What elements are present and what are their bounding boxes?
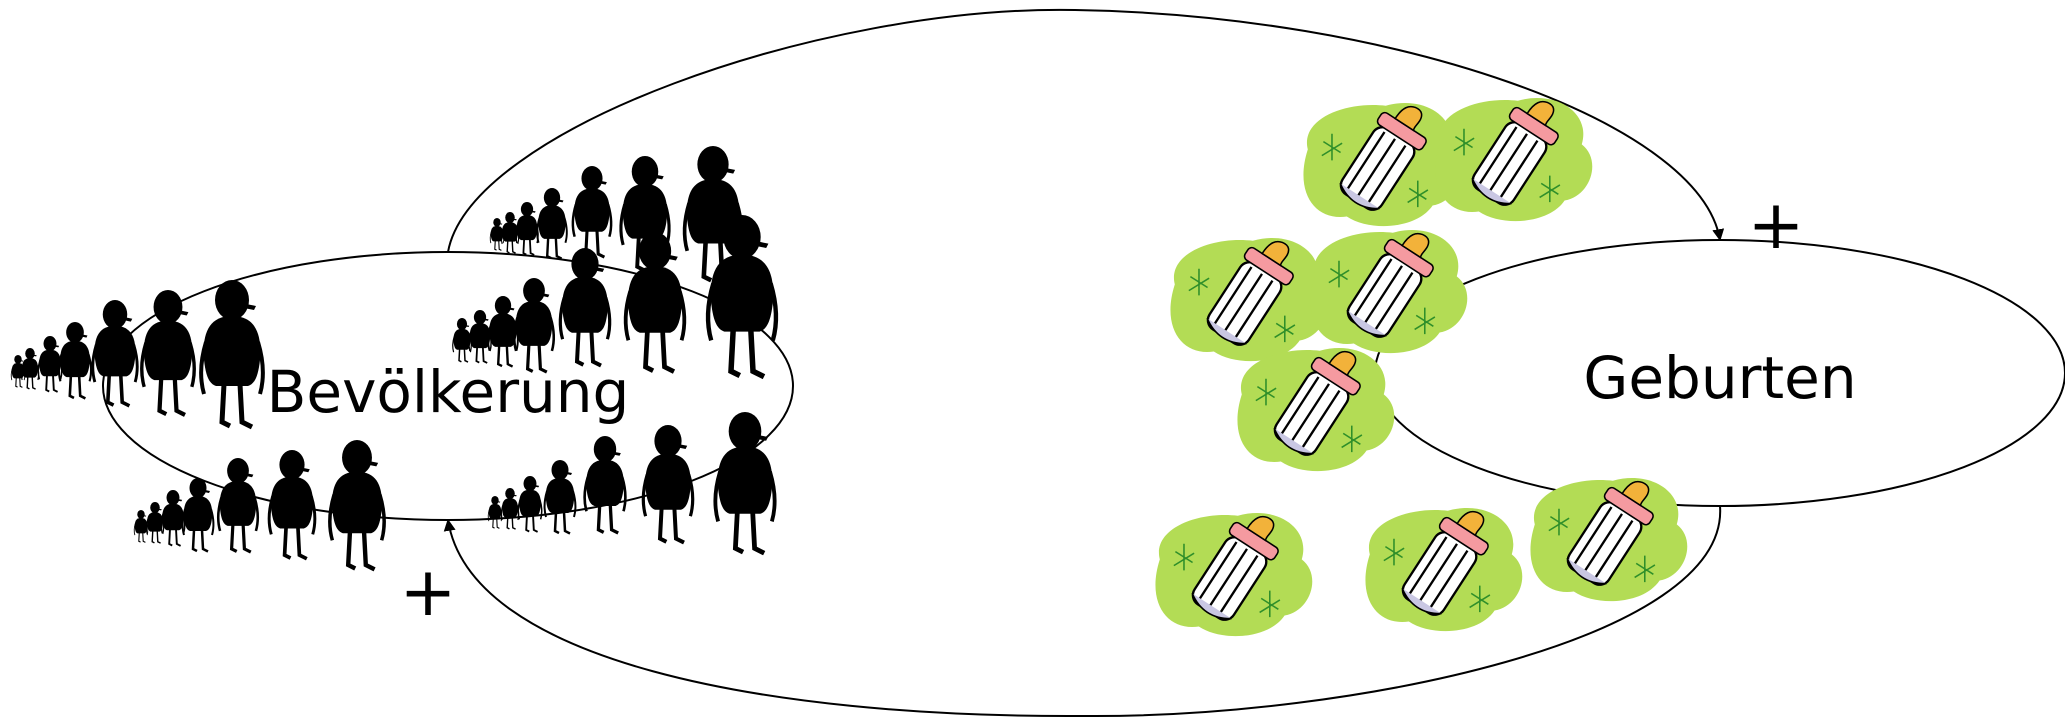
- polarity-sign-to-bevoelkerung: +: [400, 553, 457, 632]
- node-label-bevoelkerung: Bevölkerung: [267, 358, 630, 426]
- link-geburten-to-bevoelkerung: [448, 506, 1720, 716]
- node-label-geburten: Geburten: [1583, 344, 1856, 412]
- polarity-sign-to-geburten: +: [1748, 186, 1805, 265]
